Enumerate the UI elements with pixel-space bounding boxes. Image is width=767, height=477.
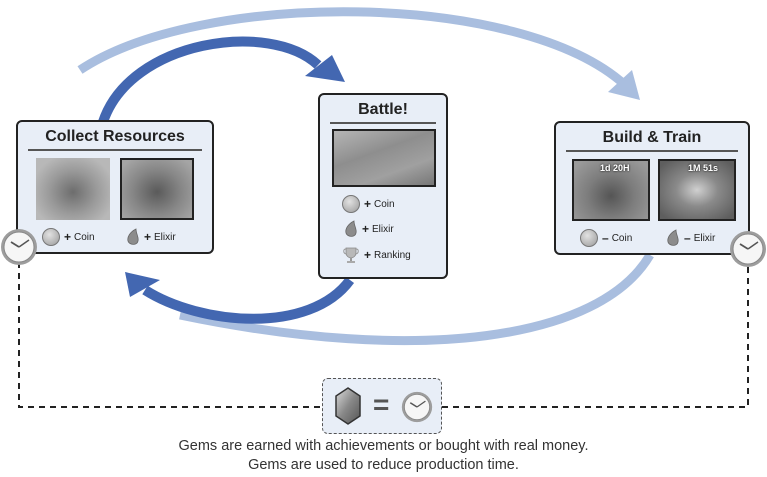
plus-sign: +	[364, 248, 372, 262]
plus-sign: +	[364, 197, 372, 211]
resource-ranking: + Ranking	[342, 246, 411, 264]
elixir-drop-icon	[667, 229, 679, 246]
town-hall-upgrade-image: 1d 20H	[572, 159, 650, 221]
gold-mine-image	[36, 158, 110, 220]
resource-coin: – Coin	[580, 229, 632, 247]
caption-line-2: Gems are used to reduce production time.	[248, 457, 519, 473]
resource-coin: + Coin	[42, 228, 95, 246]
coin-icon	[342, 195, 360, 213]
plus-sign: +	[144, 230, 152, 244]
equals-sign: =	[373, 389, 390, 420]
training-timer: 1M 51s	[688, 163, 719, 173]
clock-icon	[1, 229, 37, 265]
upgrade-timer: 1d 20H	[600, 163, 630, 173]
elixir-collector-image	[120, 158, 194, 220]
coin-icon	[42, 228, 60, 246]
arrowhead-build	[608, 70, 640, 100]
resource-label: Elixir	[154, 231, 176, 243]
resource-label: Ranking	[374, 249, 411, 261]
gem-equals-time-box: =	[322, 378, 442, 434]
battle-scene-image	[332, 129, 436, 187]
card-title: Battle!	[358, 101, 408, 118]
clock-icon	[401, 391, 433, 423]
minus-sign: –	[602, 231, 609, 245]
resource-label: Elixir	[372, 223, 394, 235]
divider	[28, 149, 202, 151]
resource-coin: + Coin	[342, 195, 395, 213]
trophy-icon	[343, 247, 359, 263]
resource-elixir: + Elixir	[344, 220, 394, 238]
caption-line-1: Gems are earned with achievements or bou…	[178, 438, 589, 454]
minus-sign: –	[684, 231, 691, 245]
resource-label: Coin	[611, 232, 633, 244]
resource-label: Coin	[374, 198, 395, 210]
card-battle: Battle! + Coin + Elixir + Ranking	[318, 93, 448, 279]
arrowhead-collect	[125, 272, 160, 297]
elixir-drop-icon	[345, 220, 357, 237]
card-title: Build & Train	[602, 129, 702, 146]
arrow-battle-to-collect	[142, 276, 355, 324]
gem-dashed-connector	[18, 262, 749, 408]
divider	[330, 122, 436, 124]
arrow-collect-to-battle	[98, 36, 322, 124]
gem-icon	[335, 387, 361, 425]
coin-icon	[580, 229, 598, 247]
plus-sign: +	[64, 230, 72, 244]
arrow-collect-to-build	[77, 7, 629, 89]
clock-icon	[730, 231, 766, 267]
plus-sign: +	[362, 222, 370, 236]
card-collect-resources: Collect Resources + Coin + Elixir	[16, 120, 214, 254]
resource-label: Elixir	[693, 232, 716, 244]
divider	[566, 150, 738, 152]
resource-elixir: – Elixir	[666, 229, 715, 247]
elixir-drop-icon	[127, 228, 139, 245]
resource-label: Coin	[74, 231, 95, 243]
arrowhead-battle	[305, 55, 345, 82]
resource-elixir: + Elixir	[126, 228, 176, 246]
card-build-train: Build & Train 1d 20H 1M 51s – Coin – Eli…	[554, 121, 750, 255]
troop-training-image: 1M 51s	[658, 159, 736, 221]
card-title: Collect Resources	[45, 128, 185, 145]
arrow-build-to-collect	[179, 252, 654, 346]
